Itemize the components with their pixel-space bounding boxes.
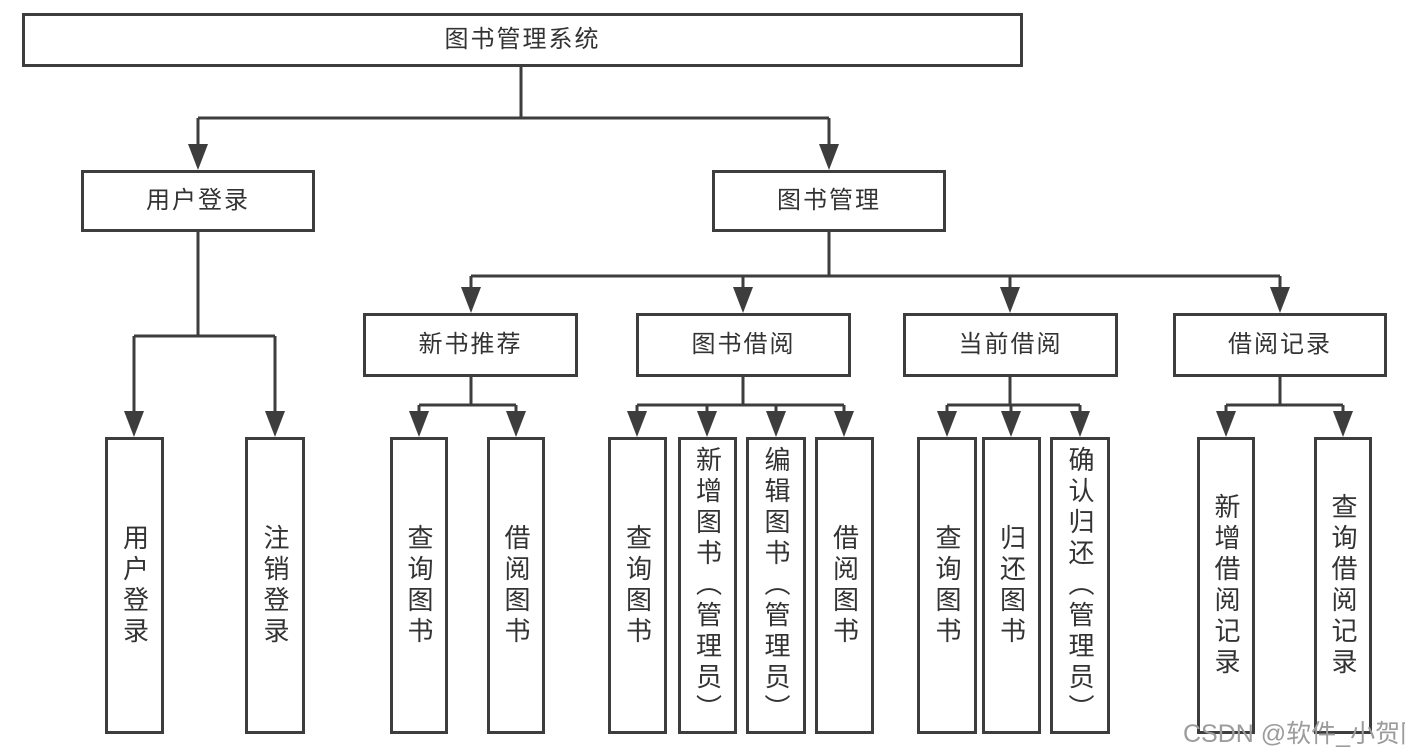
leaf-confirm-return-admin-label: 确认归还（管理员） (1065, 446, 1095, 725)
leaf-query-borrow-record: 查询借阅记录 (1314, 437, 1372, 734)
leaf-logout-login-label: 注销登录 (260, 523, 290, 648)
node-user-login: 用户登录 (81, 170, 315, 232)
leaf-query-books-current-label: 查询图书 (932, 523, 962, 648)
node-book-borrow-label: 图书借阅 (691, 330, 796, 358)
node-book-management: 图书管理 (712, 170, 946, 232)
leaf-query-books-current: 查询图书 (917, 437, 977, 734)
watermark-text: CSDN @软件_小贺同学 (1183, 720, 1405, 747)
leaf-return-book: 归还图书 (982, 437, 1041, 734)
leaf-user-login: 用户登录 (105, 437, 164, 734)
leaf-borrow-books: 借阅图书 (815, 437, 874, 734)
leaf-borrow-books-recommend: 借阅图书 (487, 437, 545, 734)
leaf-query-books-borrow: 查询图书 (608, 437, 667, 734)
leaf-query-books-recommend: 查询图书 (390, 437, 448, 734)
node-book-borrow: 图书借阅 (636, 313, 851, 377)
node-current-borrow-label: 当前借阅 (958, 330, 1063, 358)
leaf-query-books-borrow-label: 查询图书 (622, 523, 653, 648)
leaf-confirm-return-admin: 确认归还（管理员） (1050, 437, 1110, 734)
node-new-book-recommend-label: 新书推荐 (418, 330, 523, 358)
leaf-add-book-admin: 新增图书（管理员） (678, 437, 737, 734)
leaf-add-book-admin-label: 新增图书（管理员） (692, 446, 723, 725)
leaf-add-borrow-record: 新增借阅记录 (1197, 437, 1255, 734)
node-borrow-records-label: 借阅记录 (1228, 330, 1332, 358)
leaf-user-login-label: 用户登录 (119, 523, 150, 648)
leaf-borrow-books-recommend-label: 借阅图书 (501, 523, 531, 648)
leaf-borrow-books-label: 借阅图书 (829, 523, 860, 648)
node-borrow-records: 借阅记录 (1173, 313, 1387, 377)
leaf-logout-login: 注销登录 (245, 437, 305, 734)
node-user-login-label: 用户登录 (146, 186, 250, 214)
node-current-borrow: 当前借阅 (903, 313, 1118, 377)
node-book-management-label: 图书管理 (777, 186, 881, 214)
leaf-return-book-label: 归还图书 (996, 523, 1027, 648)
node-root: 图书管理系统 (22, 13, 1023, 67)
leaf-edit-book-admin-label: 编辑图书（管理员） (761, 446, 791, 725)
leaf-query-borrow-record-label: 查询借阅记录 (1328, 492, 1358, 679)
leaf-add-borrow-record-label: 新增借阅记录 (1211, 492, 1241, 679)
leaf-query-books-recommend-label: 查询图书 (404, 523, 434, 648)
node-root-label: 图书管理系统 (444, 25, 601, 53)
node-new-book-recommend: 新书推荐 (363, 313, 578, 377)
leaf-edit-book-admin: 编辑图书（管理员） (746, 437, 806, 734)
